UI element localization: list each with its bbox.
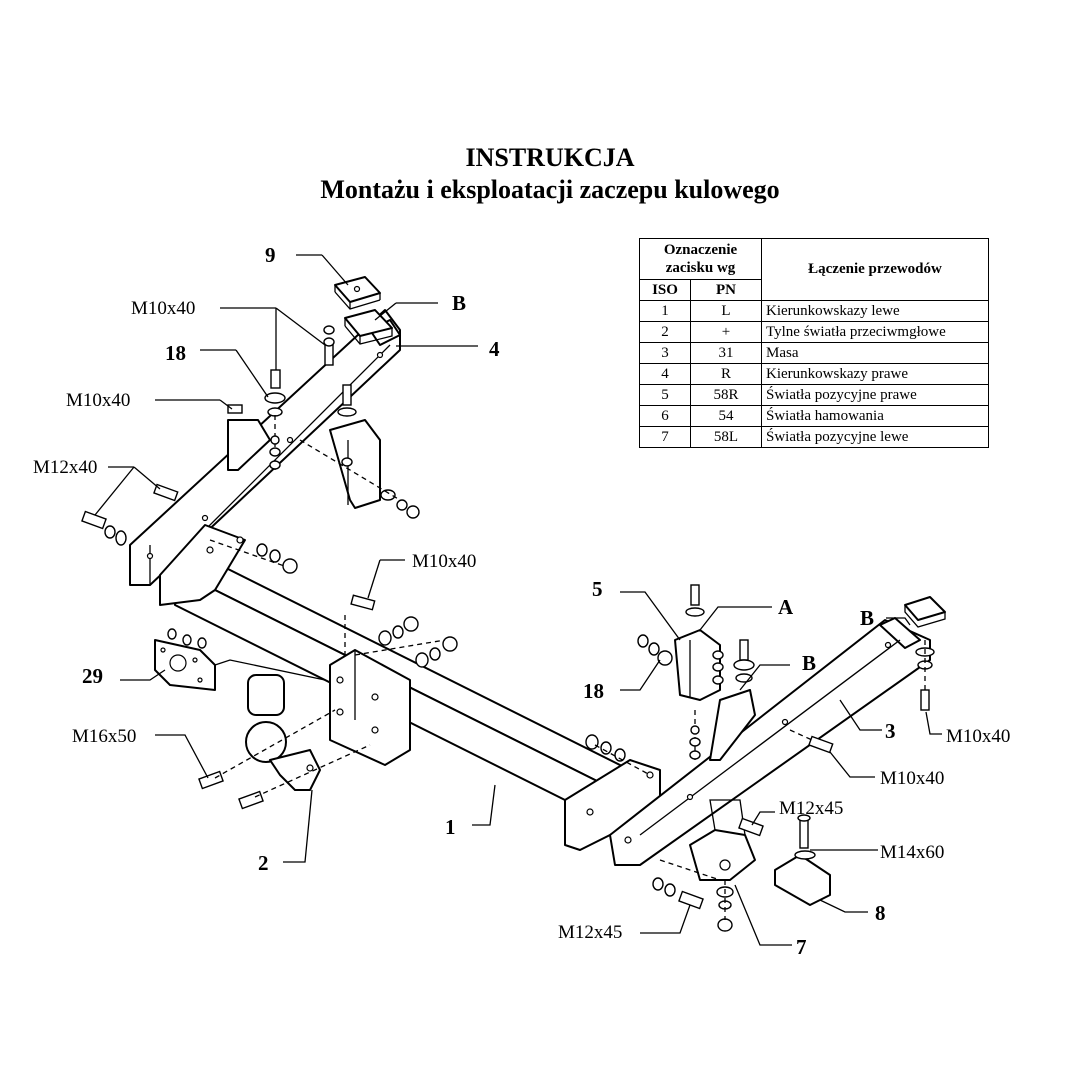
label-part-5: 5 [592,577,603,601]
table-row: 6 54 Światła hamowania [639,405,989,427]
ball-mount-bracket [329,649,411,766]
label-bolt-m14x60: M14x60 [880,842,944,863]
label-part-1: 1 [445,815,456,839]
left-side-bracket [129,309,401,586]
table-cell-pn: 54 [690,405,762,427]
table-row: 4 R Kierunkowskazy prawe [639,363,989,385]
label-bolt-m10x40-top: M10x40 [131,298,195,319]
left-angle-bracket [299,384,420,519]
left-mounting-plate [334,276,381,310]
label-part-18-left: 18 [165,341,186,365]
table-header-designation: Oznaczenie zacisku wg [639,238,762,280]
label-part-a: A [778,595,794,619]
table-header-pn: PN [690,279,762,301]
label-part-9: 9 [265,243,276,267]
title-line-1: INSTRUKCJA [465,143,635,172]
left-m12-bolts [81,483,179,546]
leader-lines [94,254,942,946]
table-row: 5 58R Światła pozycyjne prawe [639,384,989,406]
label-bolt-m12x40: M12x40 [33,457,97,478]
tow-ball-neck [198,674,371,810]
label-part-b-right: B [860,606,874,630]
callout-labels: 9 B 4 18 29 2 1 5 A B 18 B 3 8 7 M10x40 … [33,243,1010,959]
label-part-2: 2 [258,851,269,875]
label-bolt-m10x40-right: M10x40 [946,726,1010,747]
label-part-3: 3 [885,719,896,743]
label-part-18-right: 18 [583,679,604,703]
table-cell-pn: 31 [690,342,762,364]
right-side-bracket [609,617,931,866]
center-bolt-group [344,594,458,668]
table-row: 2 + Tylne światła przeciwmgłowe [639,321,989,343]
label-part-29: 29 [82,664,103,688]
label-part-4: 4 [489,337,500,361]
left-bolt-stack [227,325,335,470]
table-cell-desc: Światła pozycyjne lewe [761,426,989,448]
clamp-plate-8 [774,814,831,906]
right-crossbar-nuts [585,734,651,776]
title-line-2: Montażu i eksploatacji zaczepu kulowego [320,175,780,204]
right-bolt-stack [689,639,755,760]
label-bolt-m12x45-top: M12x45 [779,798,843,819]
label-bolt-m10x40-center: M10x40 [412,551,476,572]
lower-bracket-7 [652,799,764,932]
table-cell-desc: Światła pozycyjne prawe [761,384,989,406]
table-cell-desc: Kierunkowskazy prawe [761,363,989,385]
label-part-8: 8 [875,901,886,925]
right-m10-bolt [789,729,834,754]
right-plate-b [904,596,946,711]
label-part-b-mid: B [802,651,816,675]
socket-plate [154,628,326,691]
document-title: INSTRUKCJA Montażu i eksploatacji zaczep… [0,142,1080,206]
table-cell-pn: 58L [690,426,762,448]
label-bolt-m10x40-right2: M10x40 [880,768,944,789]
table-row: 7 58L Światła pozycyjne lewe [639,426,989,448]
wiring-table: Oznaczenie zacisku wg Łączenie przewodów… [639,238,989,448]
label-part-b-left: B [452,291,466,315]
label-bolt-m16x50: M16x50 [72,726,136,747]
left-crossbar-nuts [209,539,298,574]
label-bolt-m10x40-left: M10x40 [66,390,130,411]
table-header-connection: Łączenie przewodów [761,238,989,301]
table-cell-desc: Światła hamowania [761,405,989,427]
right-angle-bracket-5 [637,584,724,701]
label-bolt-m12x45-bottom: M12x45 [558,922,622,943]
label-part-7: 7 [796,935,807,959]
table-cell-pn: 58R [690,384,762,406]
